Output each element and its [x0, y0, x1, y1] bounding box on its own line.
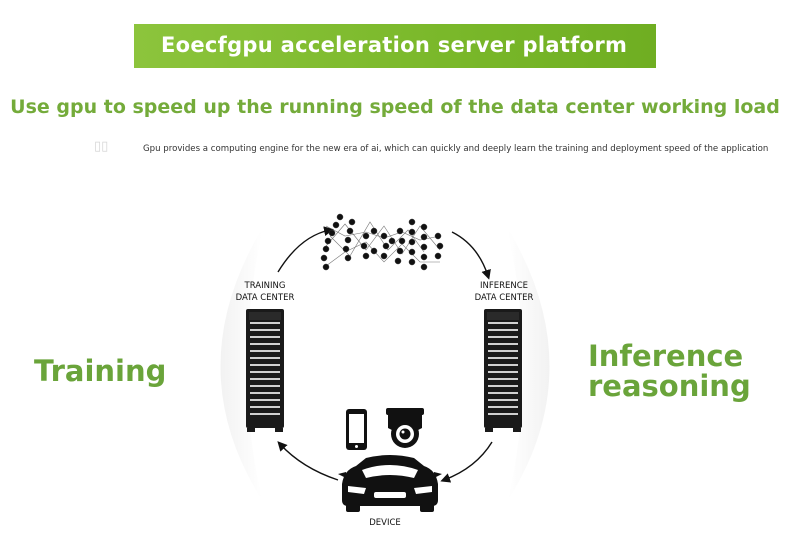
training-server-rack-icon	[246, 309, 284, 432]
subline: Gpu provides a computing engine for the …	[143, 144, 769, 154]
left-backdrop	[220, 232, 262, 500]
device-label: DEVICE	[369, 518, 401, 528]
smartphone-icon	[346, 409, 367, 450]
neural-network-icon	[320, 213, 444, 271]
inference-dc-label: INFERENCE DATA CENTER	[466, 280, 542, 304]
title-banner: Eoecfgpu acceleration server platform	[134, 24, 656, 68]
training-dc-line1: TRAINING	[244, 281, 286, 291]
banner-title: Eoecfgpu acceleration server platform	[161, 33, 628, 57]
right-backdrop	[508, 232, 550, 500]
inference-dc-line1: INFERENCE	[479, 281, 529, 291]
arrow-top-right	[451, 231, 491, 280]
training-dc-line2: DATA CENTER	[235, 293, 295, 303]
arrow-top-left	[277, 226, 334, 273]
inference-dc-line2: DATA CENTER	[474, 293, 534, 303]
training-label: Training	[34, 354, 167, 388]
security-camera-icon	[386, 408, 424, 448]
watermark-icon: ▯▯	[94, 139, 109, 154]
inference-server-rack-icon	[484, 309, 522, 432]
arrow-bottom-left	[277, 441, 339, 481]
arrow-bottom-right	[440, 441, 493, 483]
car-icon	[338, 455, 442, 512]
inference-label-line1: Inference	[588, 339, 744, 373]
headline: Use gpu to speed up the running speed of…	[10, 96, 780, 118]
training-dc-label: TRAINING DATA CENTER	[230, 280, 300, 304]
inference-label-line2: reasoning	[588, 369, 751, 403]
